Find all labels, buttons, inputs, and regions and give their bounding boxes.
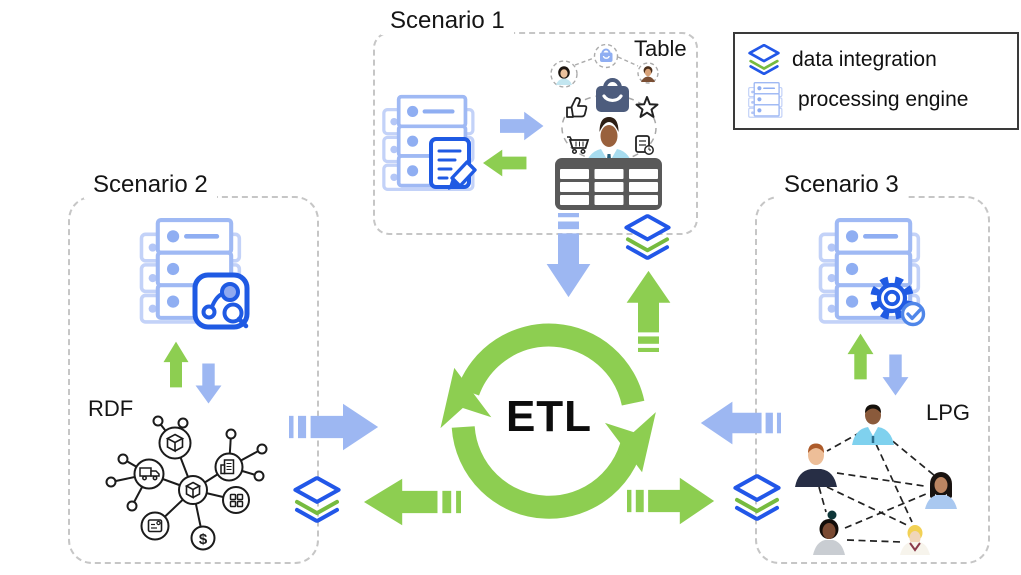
data-integration-icon [624, 214, 671, 260]
legend-label: data integration [792, 47, 937, 71]
data-integration-icon [293, 476, 341, 523]
rdf-node-grid-icon [222, 486, 250, 514]
arrow-scenario2-to-etl [289, 401, 379, 453]
legend-label: processing engine [798, 88, 969, 111]
lpg-tag-label: LPG [926, 400, 971, 425]
lpg-graph [795, 404, 957, 555]
document-edit-icon [429, 137, 477, 190]
data-integration-icon [748, 44, 780, 75]
arrow-etl-to-scenario2 [363, 476, 461, 528]
table-tag-label: Table [634, 36, 687, 61]
gear-check-icon [870, 276, 926, 327]
shopping-bag-bubble-icon [593, 43, 619, 69]
table-icon [555, 158, 662, 210]
thumbs-up-icon [566, 97, 588, 118]
etl-label: ETL [505, 392, 593, 441]
user-avatar-icon [637, 62, 659, 84]
arrow-table-to-server [483, 148, 527, 178]
dollar-glyph: $ [199, 531, 208, 548]
arrow-server-to-lpg [881, 354, 910, 396]
scenario-1-box [373, 32, 698, 235]
legend-box: data integration processing engine [733, 32, 1019, 130]
table-scenario-illustration [550, 43, 662, 210]
lpg-person-top [852, 404, 894, 445]
report-doc-icon [635, 135, 654, 155]
scenario-1-label: Scenario 1 [381, 7, 514, 35]
arrow-scenario1-to-etl [544, 213, 593, 298]
shopping-bag-icon [596, 78, 629, 112]
arrow-rdf-to-server [162, 341, 190, 388]
cart-icon [567, 136, 590, 155]
graph-search-icon [192, 272, 250, 330]
rdf-tag-label: RDF [88, 396, 134, 421]
rdf-node-dollar-icon [190, 525, 216, 551]
arrow-etl-to-scenario3 [627, 475, 715, 527]
scenario-3-label: Scenario 3 [775, 171, 908, 199]
user-avatar-icon [550, 60, 578, 88]
star-icon [635, 96, 659, 118]
lpg-person-bottom-left [813, 510, 845, 555]
legend-item-processing-engine: processing engine [748, 82, 1017, 118]
lpg-person-right [925, 472, 957, 509]
lpg-person-bottom-right [900, 525, 930, 555]
arrow-scenario3-to-etl [700, 399, 781, 447]
arrow-etl-to-scenario1 [624, 270, 673, 352]
etl-cycle-icon [440, 323, 656, 519]
arrow-lpg-to-server [846, 333, 875, 380]
rdf-graph: $ [105, 415, 268, 551]
arrow-server-to-table [500, 110, 544, 142]
scenario-2-label: Scenario 2 [84, 171, 217, 199]
rdf-leaf-nodes [105, 415, 268, 512]
legend-item-data-integration: data integration [748, 44, 1017, 75]
processing-engine-icon [748, 82, 786, 118]
data-integration-icon [733, 474, 781, 521]
arrow-server-to-rdf [194, 363, 223, 404]
lpg-person-left [795, 443, 837, 487]
